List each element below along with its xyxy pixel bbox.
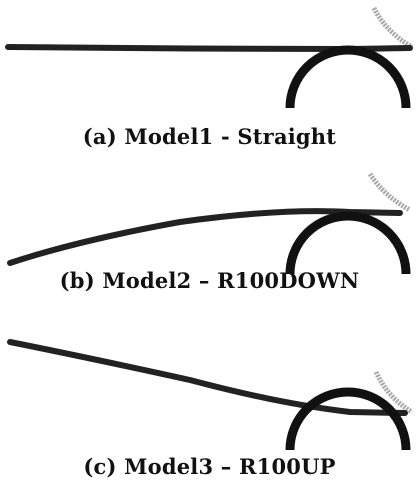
- sheet-c: [7, 339, 408, 416]
- panel-c: (c) Model3 – R100UP: [0, 328, 419, 488]
- caption-c: (c) Model3 – R100UP: [83, 454, 336, 479]
- upper-roller-b: [367, 172, 412, 213]
- lower-roller-c: [285, 387, 411, 451]
- panel-a: (a) Model1 - Straight: [0, 0, 419, 160]
- diagram-a: [5, 6, 414, 109]
- sheet-b: [7, 208, 403, 266]
- sheet-a: [5, 44, 413, 53]
- caption-b: (b) Model2 – R100DOWN: [59, 268, 360, 293]
- upper-roller-c: [373, 370, 414, 415]
- upper-roller-a: [371, 6, 414, 50]
- lower-roller-a: [285, 45, 411, 109]
- caption-a: (a) Model1 - Straight: [82, 124, 337, 149]
- diagram-c: [7, 339, 414, 451]
- panel-b: (b) Model2 – R100DOWN: [0, 168, 419, 308]
- lower-roller-b: [285, 211, 411, 275]
- diagram-b: [7, 172, 412, 275]
